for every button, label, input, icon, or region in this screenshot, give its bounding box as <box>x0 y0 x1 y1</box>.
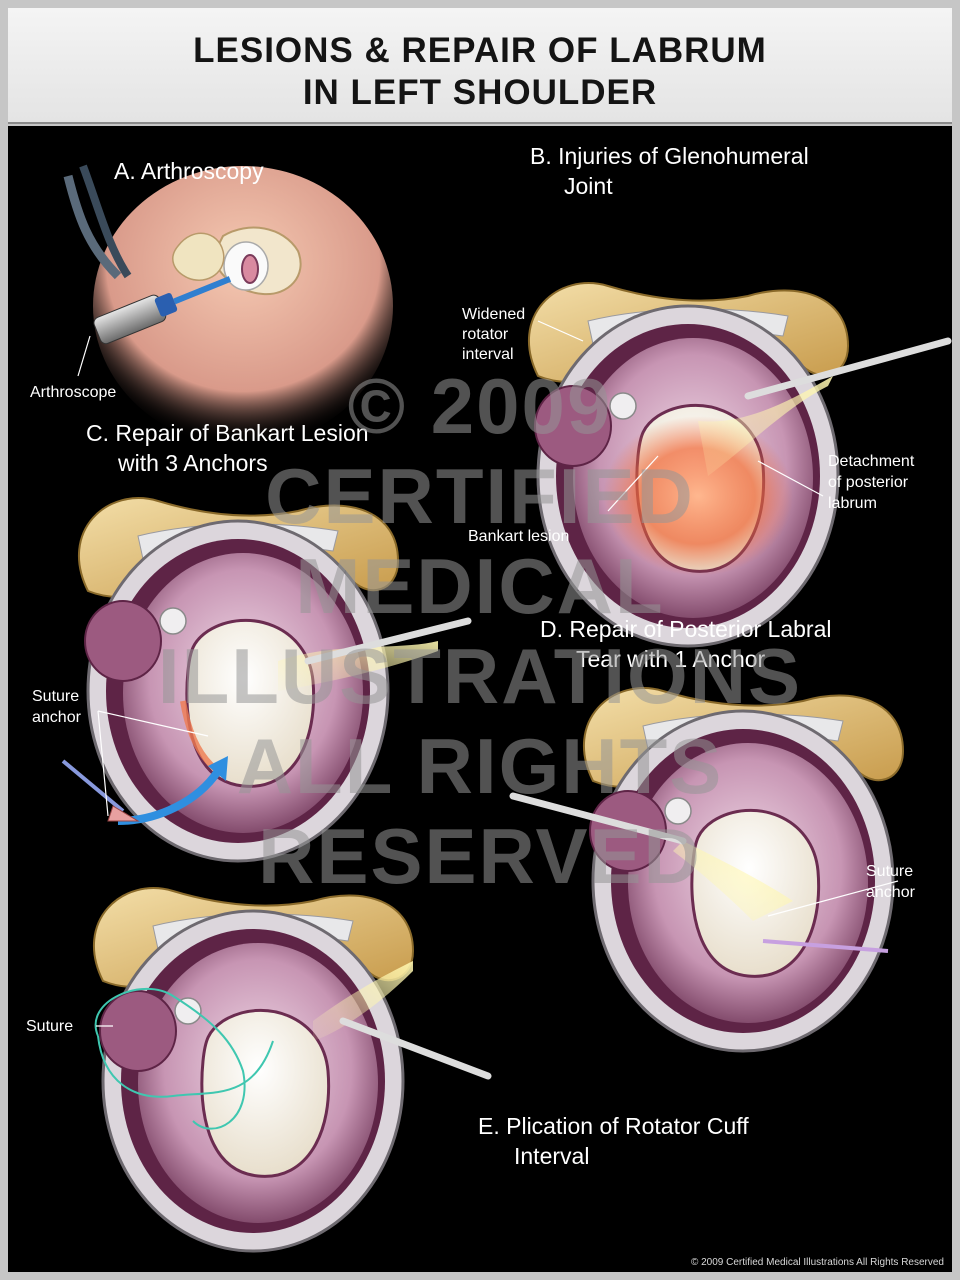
panel-a-heading: A. Arthroscopy <box>114 158 264 184</box>
panel-d-anchor-label-line-2: anchor <box>866 884 915 901</box>
detachment-label-line-2: of posterior <box>828 474 909 491</box>
panel-b-heading-line-1: B. Injuries of Glenohumeral <box>530 143 809 169</box>
widened-label-line-3: interval <box>462 346 514 363</box>
panel-c-heading-line-2: with 3 Anchors <box>118 450 268 476</box>
bankart-label: Bankart lesion <box>468 528 570 545</box>
panel-d-heading-line-1: D. Repair of Posterior Labral <box>540 616 832 642</box>
panel-b-glenohumeral-illustration <box>527 281 952 648</box>
suture-label: Suture <box>26 1018 74 1035</box>
panel-d-posterior-repair-illustration <box>509 686 905 1053</box>
panel-c-heading-line-1: C. Repair of Bankart Lesion <box>86 420 369 446</box>
title-bar: LESIONS & REPAIR OF LABRUM IN LEFT SHOUL… <box>8 8 952 124</box>
title-line-1: LESIONS & REPAIR OF LABRUM <box>193 31 767 70</box>
panel-c-anchor-label-line-1: Suture <box>32 688 80 705</box>
title-line-2: IN LEFT SHOULDER <box>302 73 658 112</box>
widened-label-line-2: rotator <box>462 326 509 343</box>
panel-d-heading-line-2: Tear with 1 Anchor <box>576 646 766 672</box>
panel-d-anchor-label-line-1: Suture <box>866 863 914 880</box>
panel-e-heading-line-2: Interval <box>514 1143 590 1169</box>
panel-e-heading-line-1: E. Plication of Rotator Cuff <box>478 1113 749 1139</box>
footer-copyright: © 2009 Certified Medical Illustrations A… <box>690 1257 944 1268</box>
detachment-label-line-3: labrum <box>828 495 877 512</box>
panel-c-bankart-repair-illustration <box>61 496 472 863</box>
panel-c-anchor-label-line-2: anchor <box>32 709 81 726</box>
arthroscope-label: Arthroscope <box>30 384 117 401</box>
illustration-panel: A. Arthroscopy B. Injuries of Glenohumer… <box>8 126 952 1272</box>
panel-b-heading-line-2: Joint <box>564 173 613 199</box>
panel-a-arthroscopy-illustration <box>63 164 393 446</box>
illustration-artwork <box>61 164 952 1253</box>
panel-e-plication-illustration <box>92 886 492 1253</box>
detachment-label-line-1: Detachment <box>828 453 915 470</box>
widened-label-line-1: Widened <box>462 306 526 323</box>
